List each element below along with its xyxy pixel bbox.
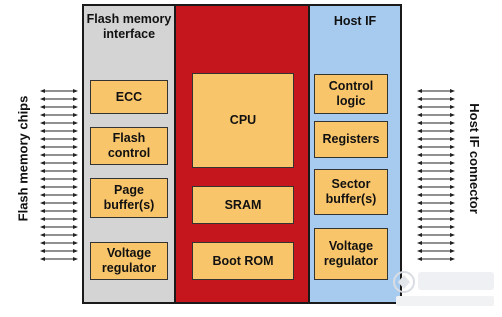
flash-memory-interface-panel: Flash memory interface ECC Flash control… — [84, 6, 176, 302]
bus-arrow — [417, 137, 455, 141]
bus-arrow — [40, 169, 78, 173]
flash-control-block: Flash control — [90, 127, 168, 165]
bus-arrow — [40, 201, 78, 205]
registers-block: Registers — [314, 121, 388, 158]
host-if-panel: Host IF Control logic Registers Sector b… — [310, 6, 400, 302]
control-logic-block: Control logic — [314, 74, 388, 114]
sector-buffers-block: Sector buffer(s) — [314, 169, 388, 215]
bus-arrow — [40, 241, 78, 245]
flash-memory-chips-label: Flash memory chips — [14, 0, 32, 317]
bus-arrow — [40, 193, 78, 197]
bus-arrow — [417, 161, 455, 165]
page-buffers-block: Page buffer(s) — [90, 178, 168, 218]
cpu-block: CPU — [192, 73, 294, 168]
boot-rom-block: Boot ROM — [192, 242, 294, 280]
bus-arrow — [40, 129, 78, 133]
bus-arrow — [417, 209, 455, 213]
bus-arrow — [40, 209, 78, 213]
bus-arrow — [417, 121, 455, 125]
bus-arrow — [40, 153, 78, 157]
bus-arrow — [417, 97, 455, 101]
bus-arrow — [40, 105, 78, 109]
bus-arrow — [417, 225, 455, 229]
bus-arrow — [40, 257, 78, 261]
flash-voltage-regulator-block: Voltage regulator — [90, 242, 168, 280]
bus-arrow — [40, 249, 78, 253]
bus-arrow — [417, 241, 455, 245]
bus-arrow — [40, 185, 78, 189]
bus-arrow — [417, 233, 455, 237]
bus-arrow — [417, 169, 455, 173]
bus-arrow — [417, 249, 455, 253]
bus-arrow — [40, 97, 78, 101]
flash-memory-chips-text: Flash memory chips — [15, 95, 31, 222]
bus-arrow — [40, 145, 78, 149]
flash-controller-diagram: Flash memory interface ECC Flash control… — [82, 4, 402, 304]
flash-chip-bus-arrows — [40, 89, 78, 261]
bus-arrow — [417, 113, 455, 117]
bus-arrow — [417, 217, 455, 221]
bus-arrow — [417, 153, 455, 157]
bus-arrow — [40, 217, 78, 221]
bus-arrow — [417, 105, 455, 109]
bus-arrow — [417, 177, 455, 181]
host-if-connector-text: Host IF connector — [466, 103, 482, 214]
bus-arrow — [40, 137, 78, 141]
bus-arrow — [417, 201, 455, 205]
bus-arrow — [417, 185, 455, 189]
bus-arrow — [417, 257, 455, 261]
host-if-title: Host IF — [333, 14, 377, 28]
bus-arrow — [40, 225, 78, 229]
bus-arrow — [40, 161, 78, 165]
watermark-logo — [393, 271, 494, 306]
bus-arrow — [40, 121, 78, 125]
bus-arrow — [417, 145, 455, 149]
bus-arrow — [40, 177, 78, 181]
bus-arrow — [417, 89, 455, 93]
bus-arrow — [40, 113, 78, 117]
bus-arrow — [40, 233, 78, 237]
bus-arrow — [417, 129, 455, 133]
processor-core-panel: CPU SRAM Boot ROM — [176, 6, 310, 302]
sram-block: SRAM — [192, 186, 294, 224]
bus-arrow — [40, 89, 78, 93]
host-voltage-regulator-block: Voltage regulator — [314, 228, 388, 280]
ecc-block: ECC — [90, 80, 168, 114]
flash-memory-interface-title: Flash memory interface — [86, 12, 172, 41]
host-if-bus-arrows — [417, 89, 455, 261]
bus-arrow — [417, 193, 455, 197]
